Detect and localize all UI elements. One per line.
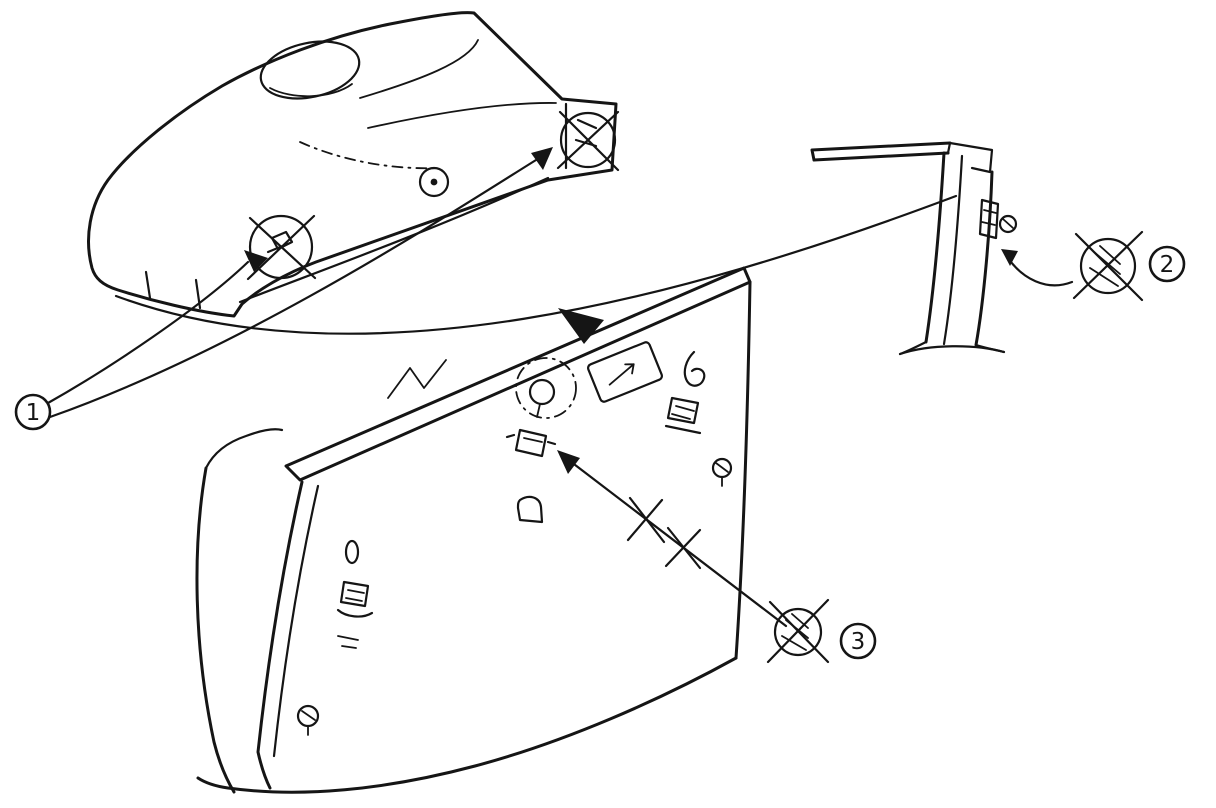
callout-1-badge	[14, 393, 52, 431]
callout-2-badge	[1148, 245, 1186, 283]
cross-out-mark	[246, 214, 317, 281]
clip-icon	[505, 428, 557, 458]
leader-line	[48, 158, 538, 419]
pillar-clip-icon	[978, 198, 1018, 240]
arrow-line	[564, 456, 788, 628]
arrow-icon	[1001, 249, 1018, 266]
clip-icon	[711, 457, 733, 487]
cross-out-mark	[556, 110, 620, 172]
callout-1: 1	[14, 158, 538, 431]
pillar-sketch	[810, 141, 1018, 356]
cross-out-mark	[1072, 230, 1144, 302]
connector-sweep-line	[114, 194, 958, 335]
trim-panel-sketch	[195, 266, 752, 794]
cross-out-mark	[664, 526, 702, 570]
callout-3-label: 3	[851, 629, 866, 655]
cross-out-mark	[766, 598, 830, 664]
rear-shelf-sketch	[87, 11, 618, 318]
label-plate-icon	[587, 341, 663, 403]
callout-2-label: 2	[1160, 252, 1175, 278]
clip-icon	[296, 704, 320, 736]
grommet-3-crossed	[557, 450, 830, 664]
callout-3-badge	[839, 622, 877, 660]
clip-icon	[683, 350, 706, 387]
callout-1-label: 1	[26, 400, 41, 426]
arrow-icon	[557, 450, 580, 474]
arrow-line	[1006, 256, 1074, 287]
direction-arrow-icon	[558, 308, 604, 344]
clip-icon	[664, 396, 702, 435]
clip-icon	[516, 495, 544, 524]
leader-line	[46, 260, 250, 405]
panel-grommet-hole	[515, 357, 577, 419]
clip-icon	[344, 539, 360, 565]
shelf-clip-right-crossed	[531, 102, 620, 172]
clip-icon	[336, 580, 374, 649]
cross-out-mark	[626, 496, 666, 544]
callout-3: 3	[839, 622, 877, 660]
arrow-icon	[244, 250, 268, 272]
arrow-icon	[531, 147, 553, 170]
shelf-clip-left-crossed	[244, 214, 317, 281]
callout-2: 2	[1148, 245, 1186, 283]
grommet-2-crossed	[1001, 230, 1144, 302]
fastener-hole-icon	[418, 166, 450, 198]
